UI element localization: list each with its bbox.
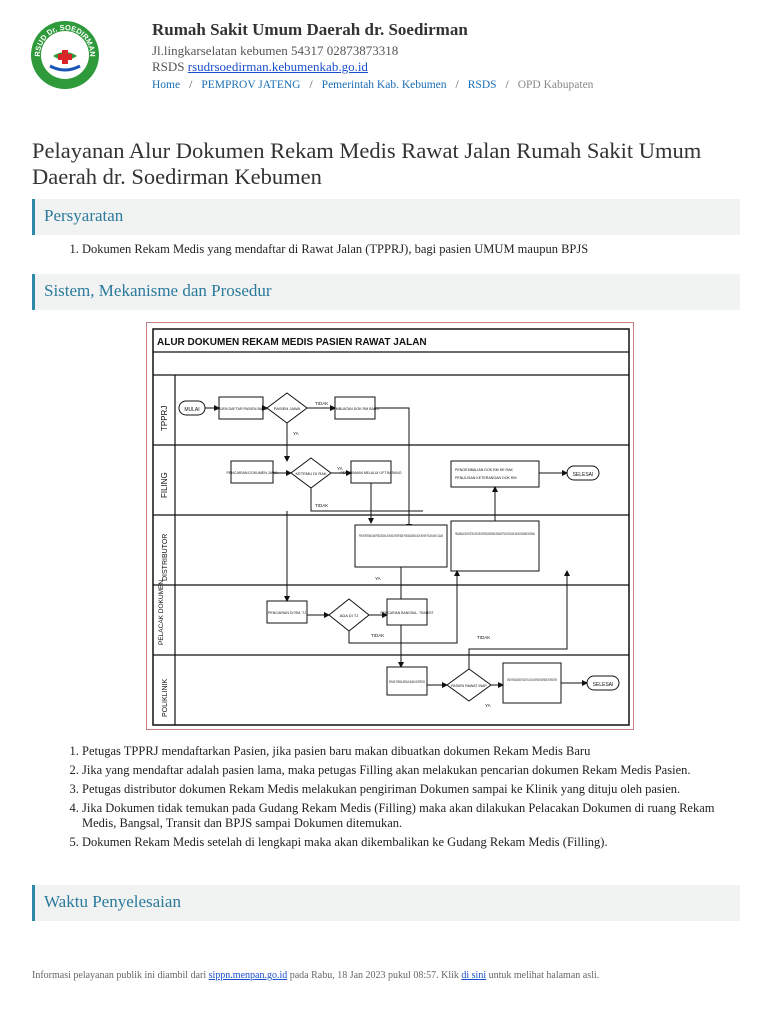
section-sistem-header: Sistem, Mekanisme dan Prosedur xyxy=(32,274,740,310)
process-node xyxy=(386,598,428,626)
page-title: Pelayanan Alur Dokumen Rekam Medis Rawat… xyxy=(32,138,702,189)
node-label: PENCARIAN DI RM, TJ xyxy=(268,611,306,615)
prosedur-list: Petugas TPPRJ mendaftarkan Pasien, jika … xyxy=(32,744,732,854)
website-link[interactable]: rsudrsoedirman.kebumenkab.go.id xyxy=(187,59,368,74)
node-label: SELESAI xyxy=(593,682,614,688)
breadcrumb: Home / PEMPROV JATENG / Pemerintah Kab. Kebu… xyxy=(152,79,593,91)
process-node xyxy=(230,460,274,484)
node-label: PENGAMBILAN DOK RM SETELAH SELESAI DIPER… xyxy=(455,532,535,536)
list-item: Jika yang mendaftar adalah pasien lama, … xyxy=(82,763,732,778)
flowchart-image: ALUR DOKUMEN REKAM MEDIS PASIEN RAWAT JA… xyxy=(146,322,634,730)
breadcrumb-home[interactable]: Home xyxy=(152,79,181,91)
node-label: MULAI xyxy=(184,407,199,413)
node-label: SERAH TERIMA SESUAI BUKU EKSPEDISI xyxy=(389,680,425,684)
hospital-logo[interactable]: RSUD Dr. SOEDIRMAN xyxy=(30,20,100,90)
breadcrumb-separator: / xyxy=(455,79,459,91)
breadcrumb-separator: / xyxy=(189,79,193,91)
footer-note: Informasi pelayanan publik ini diambil d… xyxy=(32,970,742,981)
hospital-logo-icon: RSUD Dr. SOEDIRMAN xyxy=(31,21,99,89)
footer-middle: pada Rabu, 18 Jan 2023 pukul 08:57. Klik xyxy=(289,970,459,981)
lane-label: FILING xyxy=(160,472,169,498)
section-title: Waktu Penyelesaian xyxy=(44,892,181,911)
source-link[interactable]: sippn.menpan.go.id xyxy=(208,970,288,981)
process-node xyxy=(450,520,540,572)
list-item: Dokumen Rekam Medis yang mendaftar di Ra… xyxy=(82,242,732,257)
node-label: SELESAI xyxy=(573,472,594,478)
lane-label: POLIKLINIK xyxy=(162,679,169,717)
edge-label: YA xyxy=(485,703,491,708)
node-label: SERAH TERIMA DENGAN PETUGAS POLI DI BUKU… xyxy=(507,678,557,682)
footer-prefix: Informasi pelayanan publik ini diambil d… xyxy=(32,970,207,981)
decision-node xyxy=(446,668,492,702)
edge-label: TIDAK xyxy=(315,401,328,406)
edge-label: TIDAK xyxy=(371,633,384,638)
process-node xyxy=(386,666,428,696)
breadcrumb-separator: / xyxy=(309,79,313,91)
node-label: PENGEMBALIAN DOK RM KE RAK xyxy=(455,468,514,472)
lane-label: TPPRJ xyxy=(160,406,169,431)
section-persyaratan-header: Persyaratan xyxy=(32,199,740,235)
edge-label: YA xyxy=(293,431,299,436)
section-title: Sistem, Mekanisme dan Prosedur xyxy=(44,281,272,300)
list-item: Petugas distributor dokumen Rekam Medis … xyxy=(82,782,732,797)
lane-label: PELACAK DOKUMEN xyxy=(158,580,165,645)
node-label: PENULISAN KETERANGAN DOK RM xyxy=(455,476,517,480)
list-item: Petugas TPPRJ mendaftarkan Pasien, jika … xyxy=(82,744,732,759)
node-label: PEMBUATAN DOK RM BARU xyxy=(331,407,380,411)
hospital-address: Jl.lingkarselatan kebumen 54317 02873873… xyxy=(152,43,399,58)
breadcrumb-pemprov[interactable]: PEMPROV JATENG xyxy=(201,79,301,91)
hospital-website: RSDS rsudrsoedirman.kebumenkab.go.id xyxy=(152,59,368,75)
list-item: Dokumen Rekam Medis setelah di lengkapi … xyxy=(82,835,732,850)
flowchart-diagram: ALUR DOKUMEN REKAM MEDIS PASIEN RAWAT JA… xyxy=(152,328,630,726)
node-label: PASIEN JAWA xyxy=(274,406,301,411)
footer-suffix: untuk melihat halaman asli. xyxy=(488,970,600,981)
edge-label: TIDAK xyxy=(477,635,490,640)
node-label: PENERIMAAN MELALUI LIFT BARANG xyxy=(341,471,402,475)
breadcrumb-pemkab[interactable]: Pemerintah Kab. Kebumen xyxy=(321,79,447,91)
node-label: PENYORTIRAN DAN PENCATATAN DI BUKU EKSPE… xyxy=(359,534,443,538)
node-label: PENCARIAN DOKUMEN JAWA xyxy=(226,471,278,475)
process-node xyxy=(502,662,562,704)
site-header: RSUD Dr. SOEDIRMAN Rumah Sakit Umum Daer… xyxy=(0,0,768,110)
process-node xyxy=(354,524,448,568)
edge-label: TIDAK xyxy=(315,503,328,508)
section-title: Persyaratan xyxy=(44,206,124,225)
hospital-name: Rumah Sakit Umum Daerah dr. Soedirman xyxy=(152,20,468,39)
list-item: Jika Dokumen tidak temukan pada Gudang R… xyxy=(82,801,732,831)
lane-label: DISTRIBUTOR xyxy=(162,534,169,581)
website-label: RSDS xyxy=(152,59,185,74)
node-label: PASIEN RAWAT INAP xyxy=(451,684,487,688)
node-label: PASIEN DAFTAR PASIEN BARU xyxy=(215,407,268,411)
edge-label: YA xyxy=(375,576,381,581)
node-label: PENCARIAN BANGSAL, TRANSIT xyxy=(380,611,433,615)
breadcrumb-separator: / xyxy=(505,79,509,91)
original-page-link[interactable]: di sini xyxy=(461,970,487,981)
breadcrumb-current: OPD Kabupaten xyxy=(517,79,594,91)
node-label: KETEMU DI RAK xyxy=(295,471,326,476)
section-waktu-header: Waktu Penyelesaian xyxy=(32,885,740,921)
node-label: ADA DI TJ xyxy=(340,613,359,618)
process-node xyxy=(450,460,540,488)
edge-label: YA xyxy=(337,466,343,471)
flowchart-title: ALUR DOKUMEN REKAM MEDIS PASIEN RAWAT JA… xyxy=(157,337,427,348)
persyaratan-list: Dokumen Rekam Medis yang mendaftar di Ra… xyxy=(32,242,732,261)
breadcrumb-rsds[interactable]: RSDS xyxy=(467,79,497,91)
